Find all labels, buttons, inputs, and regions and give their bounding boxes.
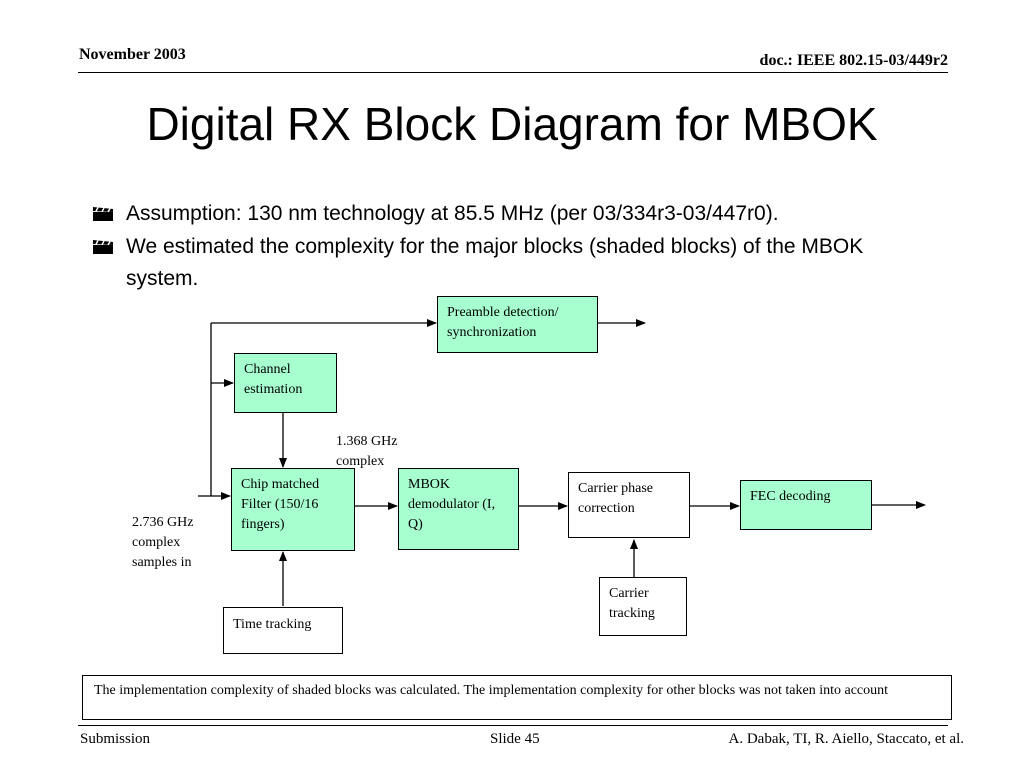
- slide-title: Digital RX Block Diagram for MBOK: [146, 98, 878, 150]
- block-fec-decoding: FEC decoding: [740, 480, 872, 530]
- clapperboard-icon: [93, 240, 113, 254]
- bullet-item: We estimated the complexity for the majo…: [90, 231, 930, 295]
- block-chip-matched-filter: Chip matched Filter (150/16 fingers): [231, 468, 355, 551]
- clapperboard-icon: [93, 207, 113, 221]
- block-mbok-demodulator: MBOK demodulator (I, Q): [398, 468, 519, 550]
- header-divider: [78, 72, 948, 73]
- header-date: November 2003: [79, 46, 186, 63]
- footnote-box: The implementation complexity of shaded …: [82, 675, 952, 720]
- bullet-text: Assumption: 130 nm technology at 85.5 MH…: [126, 202, 779, 225]
- block-carrier-phase-correction: Carrier phase correction: [568, 472, 690, 538]
- block-carrier-tracking: Carrier tracking: [599, 577, 687, 636]
- footer-authors: A. Dabak, TI, R. Aiello, Staccato, et al…: [728, 731, 965, 747]
- block-preamble-detection: Preamble detection/ synchronization: [437, 296, 598, 353]
- header-doc-id: doc.: IEEE 802.15-03/449r2: [759, 52, 948, 69]
- footer-submission: Submission: [80, 731, 151, 747]
- bullet-text: We estimated the complexity for the majo…: [126, 235, 864, 290]
- footer-divider: [78, 725, 948, 726]
- footer-slide-number: Slide 45: [490, 731, 540, 747]
- bullet-item: Assumption: 130 nm technology at 85.5 MH…: [90, 198, 930, 230]
- block-channel-estimation: Channel estimation: [234, 353, 337, 413]
- label-rate-complex: 1.368 GHz complex: [336, 434, 398, 469]
- bullet-list: Assumption: 130 nm technology at 85.5 MH…: [90, 198, 930, 296]
- block-time-tracking: Time tracking: [223, 607, 343, 654]
- label-input-samples: 2.736 GHz complex samples in: [132, 515, 194, 570]
